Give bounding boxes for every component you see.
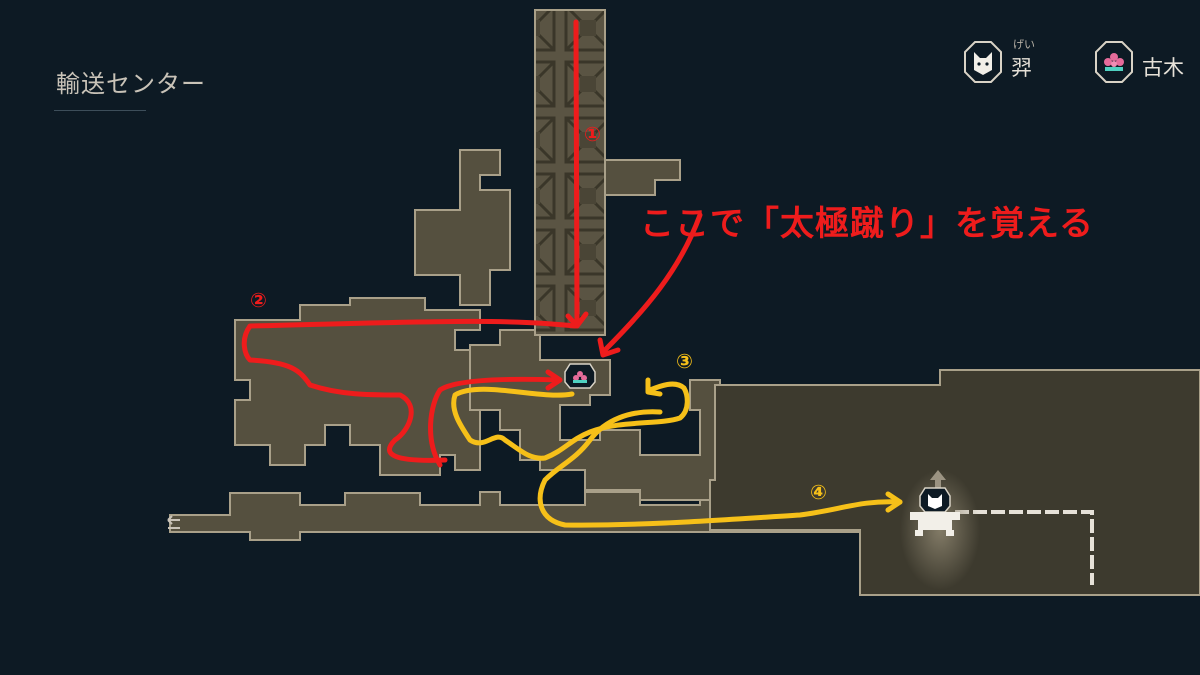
waypoint-platform: [910, 512, 960, 536]
legend-item-character: げい 羿: [963, 38, 1073, 84]
route-step-4: ④: [810, 480, 827, 504]
route-yellow: [451, 377, 903, 528]
exit-arrow-up: [930, 470, 946, 492]
route-step-1: ①: [584, 122, 601, 146]
route-step-2: ②: [250, 288, 267, 312]
west-exit-icon[interactable]: [167, 515, 180, 529]
bottom-corridor: [169, 491, 861, 541]
lotus-icon: [1095, 41, 1133, 83]
legend-item-savepoint: 古木: [1094, 40, 1200, 84]
lotus-savepoint-icon[interactable]: [564, 363, 596, 389]
legend-label: 羿: [1011, 56, 1032, 80]
map-rooms: [169, 9, 1200, 596]
player-fox-marker-icon: [919, 487, 951, 513]
legend-ruby-text: げい: [1013, 38, 1035, 51]
annotation-callout: ここで「太極蹴り」を覚える: [640, 204, 1094, 244]
title-underline: [54, 110, 146, 111]
area-title: 輸送センター: [56, 70, 206, 98]
elevator-shaft: [534, 9, 606, 336]
upper-annex: [414, 149, 511, 306]
route-step-3: ③: [676, 349, 693, 373]
west-wing: [234, 297, 521, 476]
east-hall-frame: [955, 510, 1094, 585]
fox-mask-icon: [964, 41, 1002, 83]
right-annex: [599, 159, 681, 196]
legend-label: 古木: [1142, 56, 1184, 80]
route-red: [241, 19, 703, 468]
